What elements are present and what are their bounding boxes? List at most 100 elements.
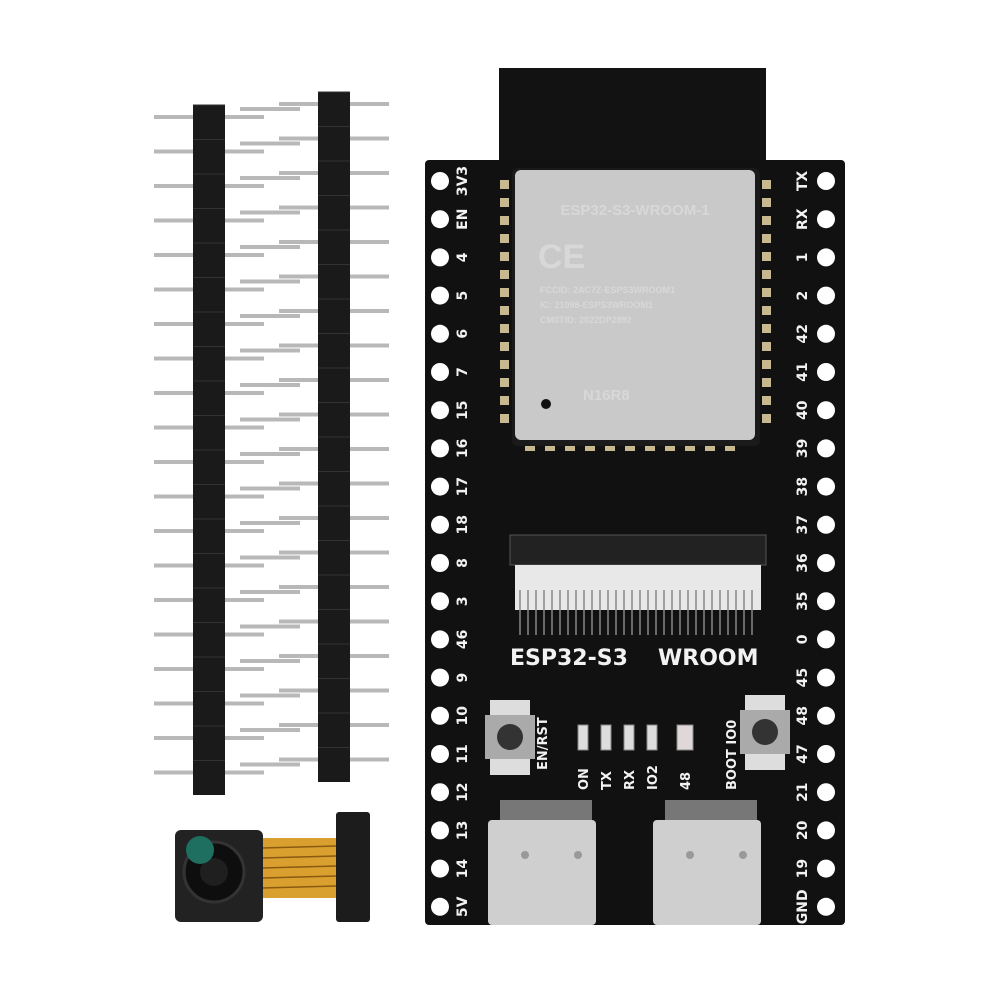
pin-label: 9 <box>455 673 471 683</box>
pin-hole[interactable] <box>431 248 449 267</box>
pin-hole[interactable] <box>817 668 835 687</box>
pin-hole[interactable] <box>817 248 835 267</box>
pin-hole[interactable] <box>817 363 835 381</box>
pin-hole[interactable] <box>431 324 449 343</box>
pin-label: 4 <box>455 252 471 262</box>
header-pin <box>240 141 300 146</box>
header-pin <box>240 590 300 594</box>
header-pin <box>240 210 300 215</box>
pin-label: 15 <box>455 400 471 419</box>
board-label-left: ESP32-S3 <box>510 646 628 671</box>
pin-label: 10 <box>455 706 471 726</box>
pin-hole[interactable] <box>817 554 835 572</box>
led-rx <box>623 724 635 751</box>
pin-hole[interactable] <box>431 859 449 878</box>
pin-hole[interactable] <box>431 477 449 496</box>
pin-hole[interactable] <box>817 897 835 916</box>
pin-hole[interactable] <box>817 630 835 649</box>
reset-button[interactable] <box>485 700 535 775</box>
pin-hole[interactable] <box>431 668 449 687</box>
pin-hole[interactable] <box>431 286 449 305</box>
pin-label: 3 <box>455 596 471 606</box>
usb-c-port-2[interactable] <box>653 800 761 925</box>
pin-label: 47 <box>795 744 811 763</box>
pin-label: 35 <box>795 591 811 610</box>
pin-hole[interactable] <box>431 401 449 420</box>
header-pin <box>240 279 300 284</box>
header-pin <box>240 314 300 318</box>
pin-hole[interactable] <box>431 515 449 534</box>
led-label: IO2 <box>646 765 661 790</box>
module-name: ESP32-S3-WROOM-1 <box>560 202 709 219</box>
pin-label: TX <box>795 171 811 192</box>
antenna-area <box>499 68 766 168</box>
pin-hole[interactable] <box>817 783 835 802</box>
camera-module <box>175 812 370 922</box>
pin-hole[interactable] <box>431 592 449 611</box>
pin-label: 6 <box>455 329 471 339</box>
pin-hole[interactable] <box>817 706 835 725</box>
pin-label: 36 <box>795 553 811 572</box>
pin-label: 21 <box>795 782 811 801</box>
header-pin <box>240 728 300 732</box>
pin-label: 37 <box>795 515 811 534</box>
pin-hole[interactable] <box>431 783 449 802</box>
pin-hole[interactable] <box>817 324 835 343</box>
pin-label: 12 <box>455 782 471 801</box>
pin-hole[interactable] <box>431 821 449 840</box>
header-pin <box>240 383 300 387</box>
pin-headers <box>154 91 389 795</box>
pin-hole[interactable] <box>817 172 835 190</box>
pin-label: 0 <box>795 634 811 644</box>
pin-hole[interactable] <box>817 286 835 305</box>
pin-label: 46 <box>455 630 471 649</box>
pin-hole[interactable] <box>431 897 449 916</box>
pin-hole[interactable] <box>431 745 449 763</box>
header-pin <box>240 348 300 353</box>
led-on <box>577 724 589 751</box>
cmiit-id: CMIITID: 2022DP2892 <box>540 315 632 325</box>
led-label: 48 <box>679 772 694 790</box>
variant-label: N16R8 <box>583 387 630 404</box>
pin-hole[interactable] <box>817 859 835 878</box>
pin-hole[interactable] <box>431 439 449 458</box>
led-label: TX <box>600 771 615 790</box>
pin-hole[interactable] <box>431 554 449 572</box>
header-pin <box>240 486 300 491</box>
header-pin <box>240 521 300 525</box>
pin-hole[interactable] <box>817 210 835 229</box>
pin-hole[interactable] <box>817 592 835 611</box>
led-48 <box>676 724 694 751</box>
pin-label: 5 <box>455 291 471 301</box>
camera-connector <box>336 812 370 922</box>
pin-hole[interactable] <box>431 706 449 725</box>
pin-hole[interactable] <box>431 172 449 190</box>
header-pin <box>240 245 300 249</box>
pin-hole[interactable] <box>817 745 835 763</box>
usb-c-port-1[interactable] <box>488 800 596 925</box>
pin-hole[interactable] <box>817 477 835 496</box>
pin-label: RX <box>795 208 811 230</box>
pin-hole[interactable] <box>817 515 835 534</box>
pin-label: 13 <box>455 821 471 840</box>
pin-hole[interactable] <box>431 363 449 381</box>
header-pin <box>240 693 300 698</box>
pin-label: 45 <box>795 668 811 687</box>
boot-button[interactable] <box>740 695 790 770</box>
pin-hole[interactable] <box>817 439 835 458</box>
pin-hole[interactable] <box>817 401 835 420</box>
pin-label: 20 <box>795 820 811 840</box>
pin-label: GND <box>795 889 811 924</box>
pin-hole[interactable] <box>817 821 835 840</box>
pin-label: 7 <box>455 367 471 377</box>
pin-label: 14 <box>455 859 471 879</box>
pin-label: 8 <box>455 558 471 568</box>
rf-shield <box>515 170 755 440</box>
led-io2 <box>646 724 658 751</box>
pin-hole[interactable] <box>431 630 449 649</box>
ce-mark: CE <box>538 238 585 276</box>
led-label: RX <box>623 770 638 790</box>
header-pin <box>240 659 300 663</box>
pin-hole[interactable] <box>431 210 449 229</box>
pin-label: EN <box>455 209 471 230</box>
